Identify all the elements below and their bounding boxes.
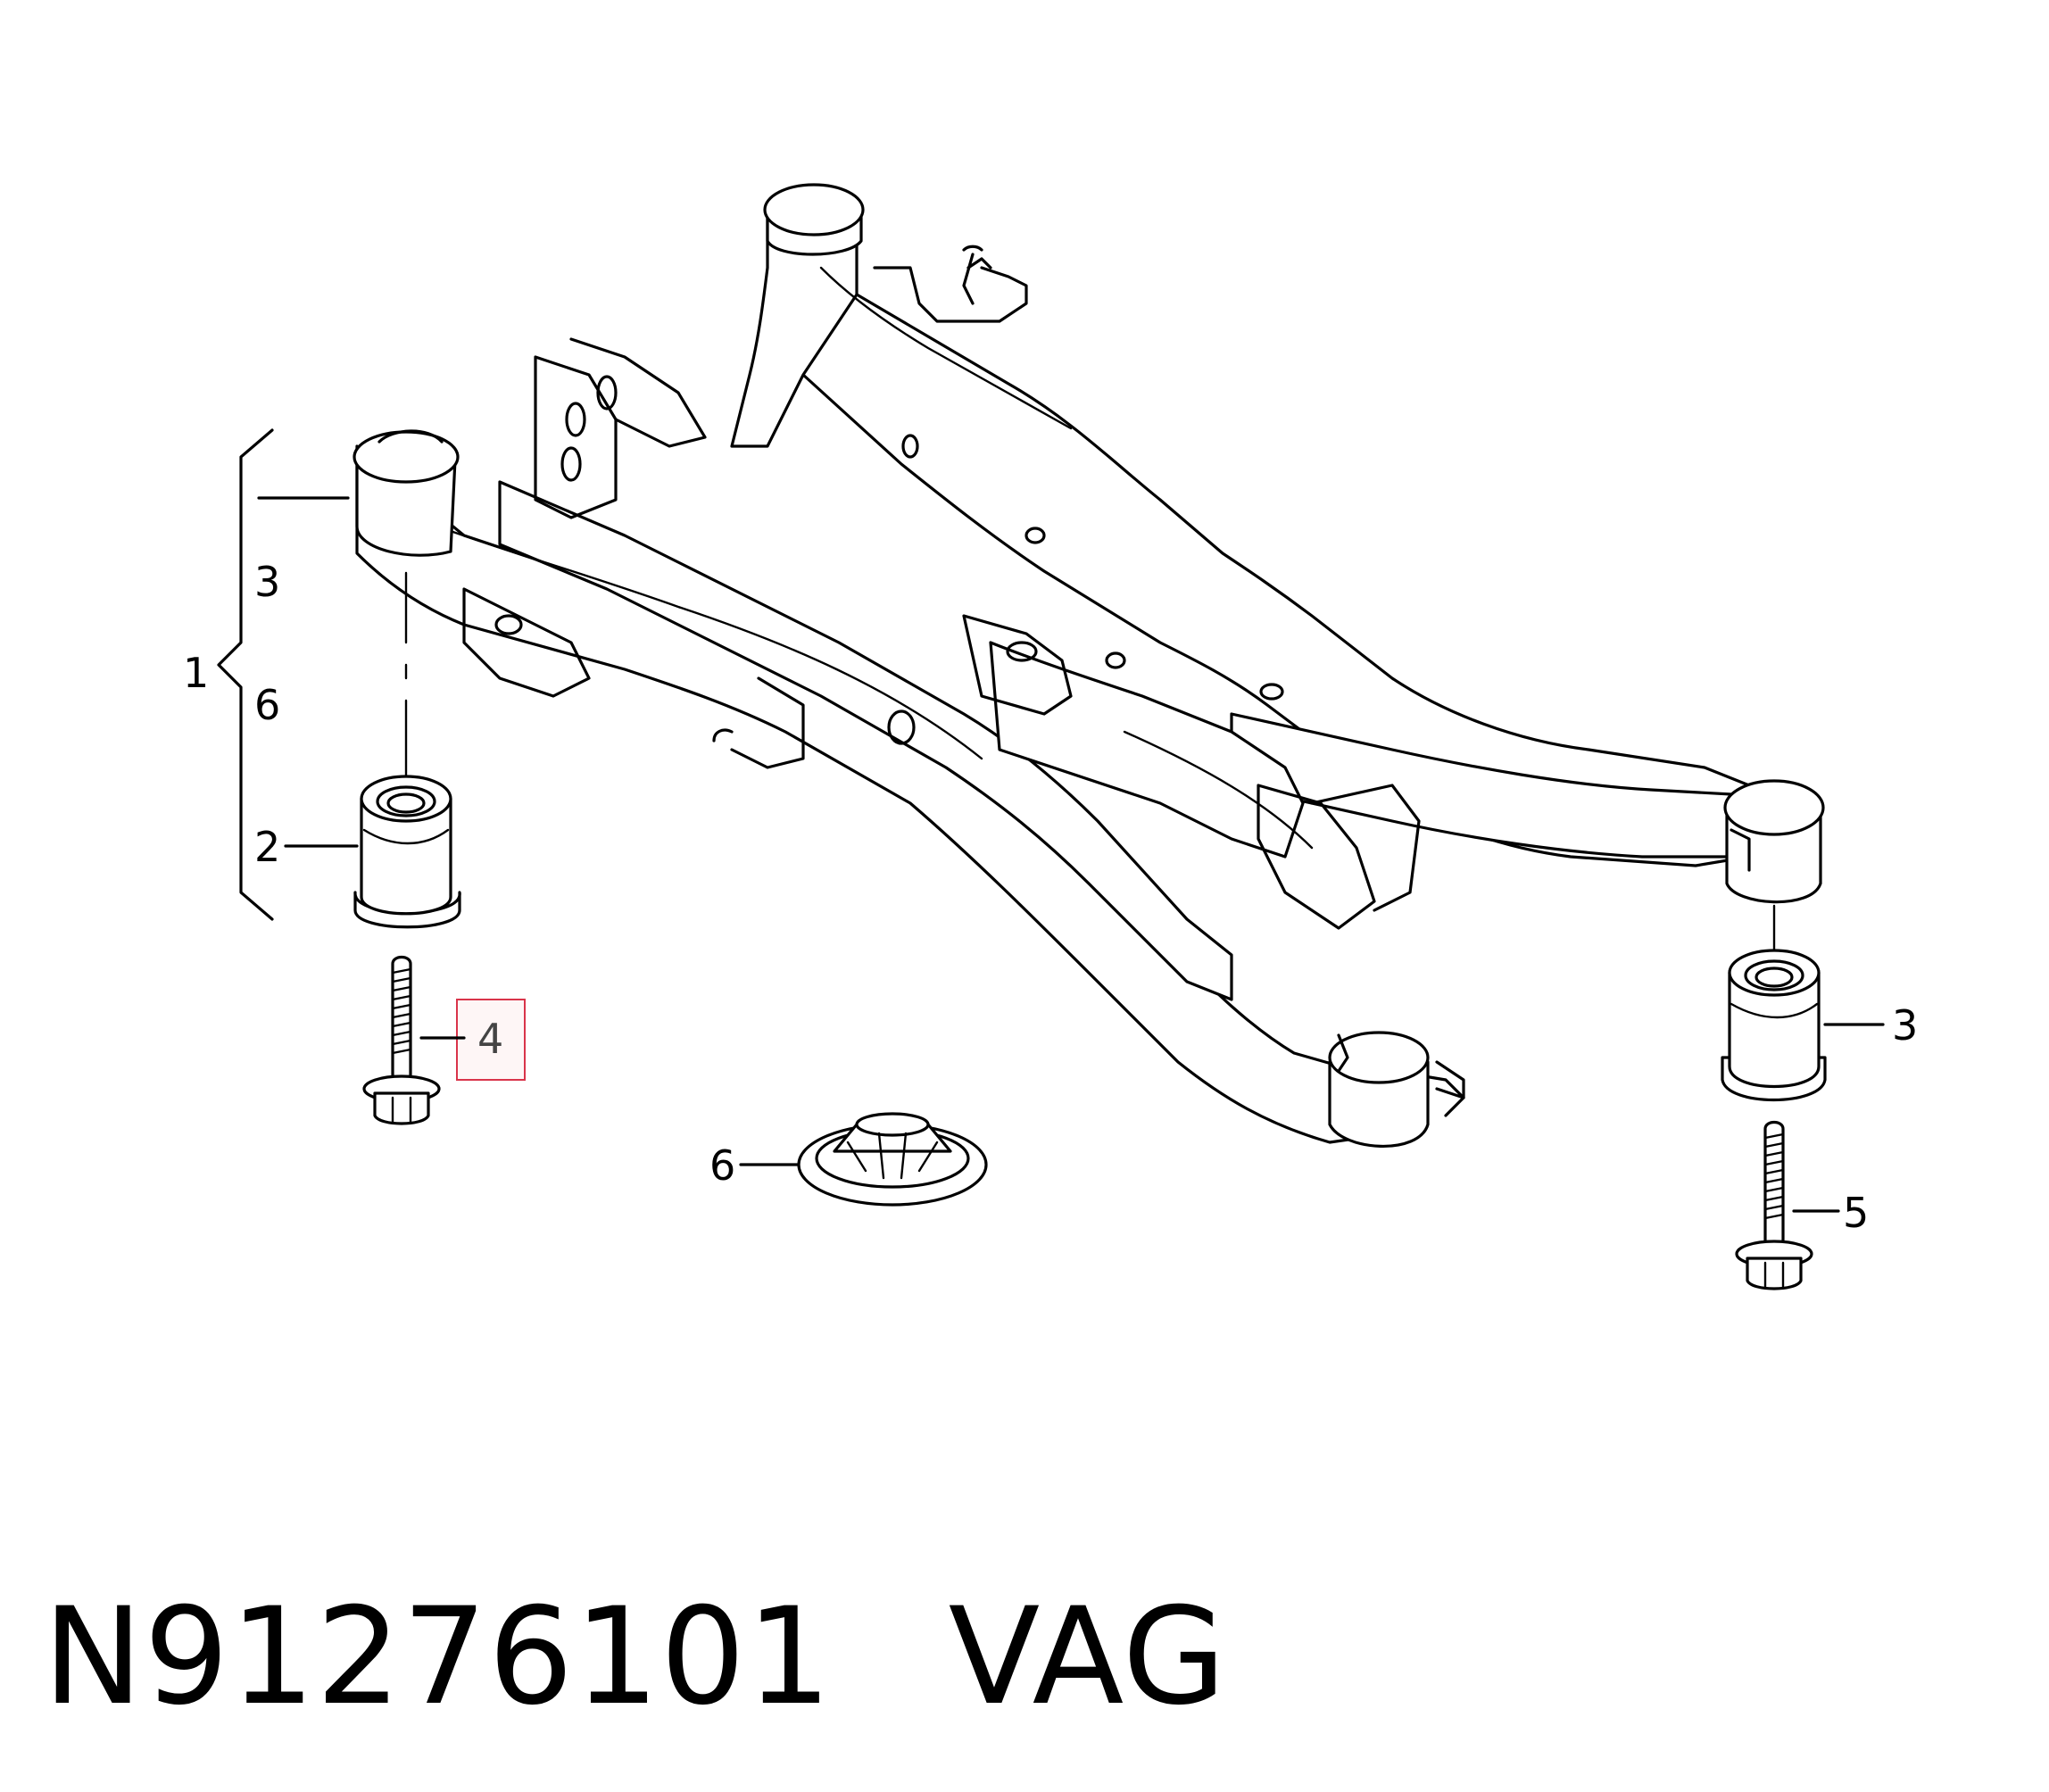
right-bushing-part: [1721, 949, 1827, 1101]
part-number-footer: N91276101 VAG: [43, 1580, 1227, 1735]
highlight-box: [456, 999, 526, 1081]
left-rear-mount: [353, 429, 460, 557]
brand-name: VAG: [948, 1580, 1227, 1735]
callout-6-group: 6: [254, 681, 280, 729]
front-center-mount: [1328, 1031, 1465, 1148]
callout-1: 1: [183, 649, 209, 697]
right-bolt-part: [1735, 1120, 1813, 1290]
callout-5: 5: [1843, 1189, 1869, 1237]
left-bushing-part: [353, 775, 461, 929]
callout-2: 2: [254, 823, 280, 871]
left-bolt-part: [362, 955, 441, 1125]
callout-3-right: 3: [1892, 1001, 1918, 1049]
group-bracket: [217, 428, 350, 921]
right-mount: [1723, 779, 1825, 904]
rear-subframe: [353, 183, 1825, 1148]
callout-4: 4: [477, 1015, 503, 1063]
part-number: N91276101: [43, 1580, 833, 1735]
callout-6-cap: 6: [709, 1141, 735, 1190]
rear-tower-mount: [763, 183, 865, 256]
callout-3-group: 3: [254, 558, 280, 606]
mount-cap-part: [797, 1112, 988, 1207]
